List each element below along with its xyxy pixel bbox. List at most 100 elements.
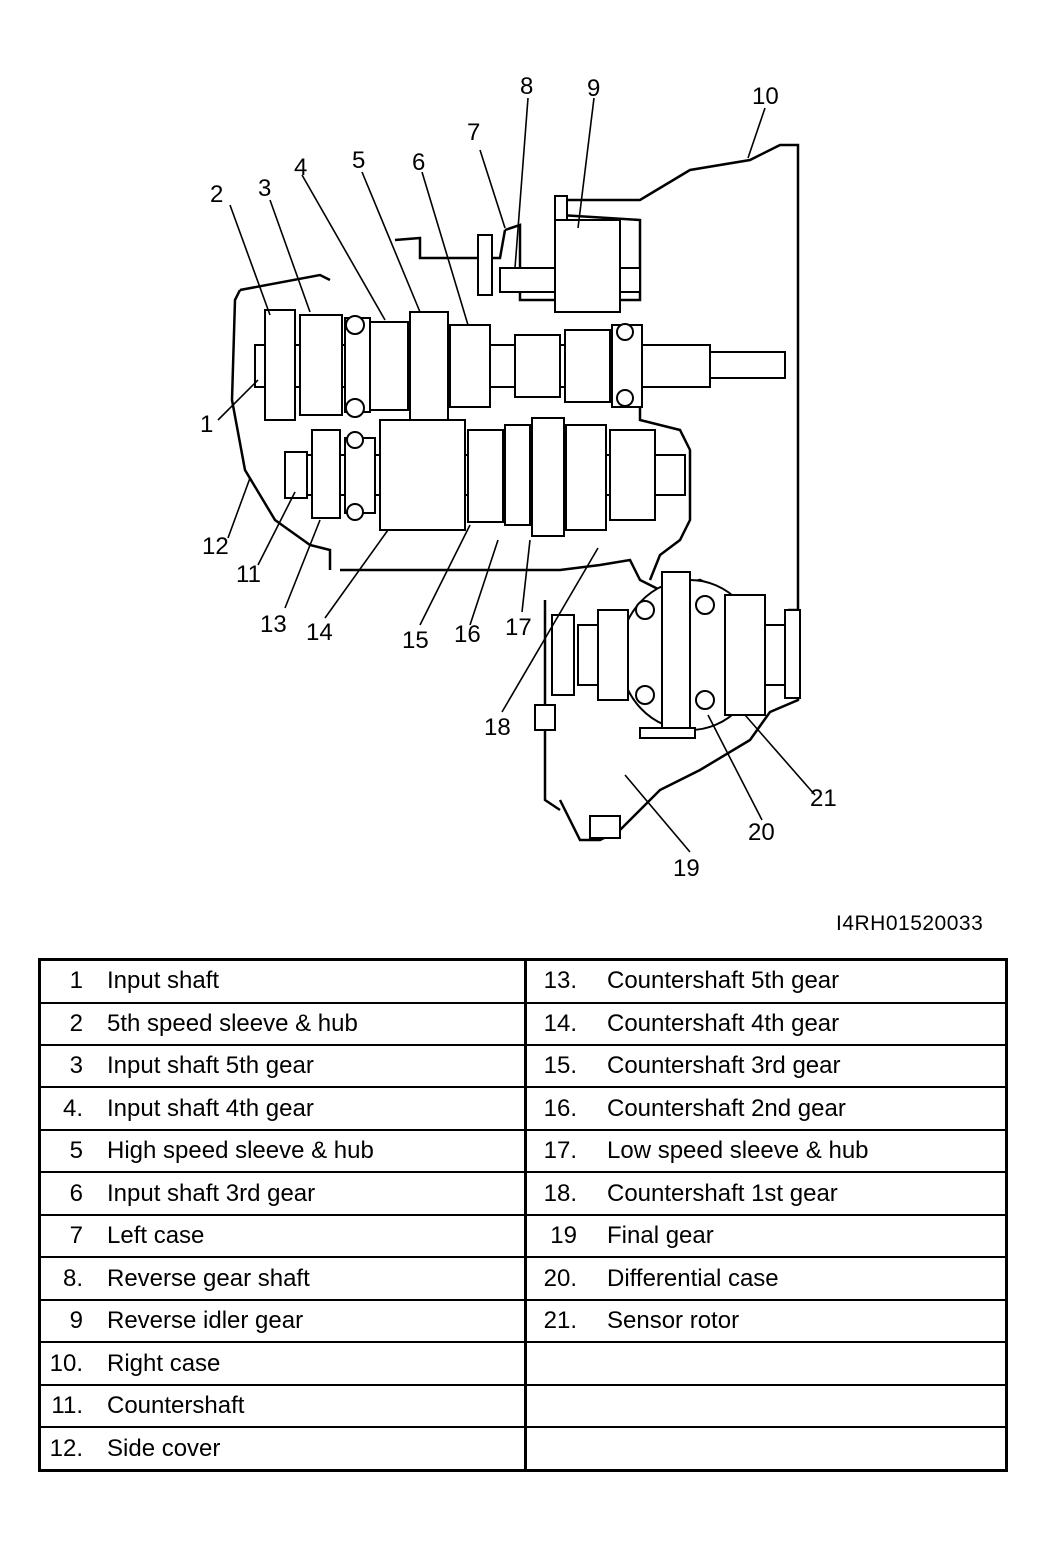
countershaft-assembly: [284, 417, 686, 537]
reverse-bolt: [477, 234, 493, 296]
legend-row: 6 Input shaft 3rd gear 18.Countershaft 1st…: [38, 1171, 1008, 1216]
low-sleeve-hub: [531, 417, 565, 537]
callout-16: 16: [454, 621, 481, 648]
legend-cell-right: [524, 1341, 1008, 1386]
drain-plug: [589, 815, 621, 839]
legend-item-number: 6: [69, 1179, 83, 1207]
legend-item-label: Right case: [107, 1349, 221, 1377]
input-2nd-gear: [514, 334, 561, 398]
legend-cell-left: 3 Input shaft 5th gear: [38, 1043, 527, 1089]
legend-cell-left: 10. Right case: [38, 1341, 527, 1386]
legend-item-label: 5th speed sleeve & hub: [107, 1009, 358, 1037]
sensor-rotor: [639, 727, 696, 739]
legend-item-label: Low speed sleeve & hub: [607, 1137, 869, 1165]
legend-item-number: 1: [69, 967, 83, 995]
legend-item-number: 13.: [543, 967, 577, 995]
legend-item-number: 4.: [62, 1094, 83, 1122]
legend-item-label: Left case: [107, 1222, 205, 1250]
callout-8: 8: [520, 73, 533, 100]
legend-item-number: 20.: [543, 1264, 577, 1292]
counter-bearing-left: [344, 437, 376, 514]
callout-18: 18: [484, 714, 511, 741]
reverse-idler-gear: [554, 219, 621, 313]
high-sleeve-hub: [409, 311, 449, 421]
diff-bearing-left: [597, 609, 629, 701]
callout-7: 7: [467, 119, 480, 146]
legend-item-label: Countershaft 5th gear: [607, 967, 840, 995]
input-3rd-gear: [449, 324, 491, 408]
callout-3: 3: [258, 175, 271, 202]
legend-item-label: Reverse idler gear: [107, 1307, 304, 1335]
legend-item-number: 19: [550, 1222, 577, 1250]
counter-bearing-right: [609, 429, 656, 521]
legend-cell-right: 20. Differential case: [524, 1256, 1008, 1301]
legend-item-number: 16.: [543, 1094, 577, 1122]
legend-item-number: 5: [69, 1137, 83, 1165]
legend-item-number: 12.: [49, 1434, 83, 1462]
callout-15: 15: [402, 627, 429, 654]
legend-row: 1 Input shaft 13. Countershaft 5th gear: [38, 958, 1008, 1004]
legend-item-label: Input shaft: [107, 967, 220, 995]
differential-assembly: [534, 571, 801, 839]
counter-1st-gear: [565, 424, 607, 531]
legend-cell-right: [524, 1426, 1008, 1472]
legend-cell-right: 19 Final gear: [524, 1213, 1008, 1259]
legend-row: 11.Countershaft: [38, 1383, 1008, 1429]
callout-labels: 1 2 3 4 5 6 7 8 9 10 11 12 13 14 15 16 1…: [200, 73, 837, 882]
callout-13: 13: [260, 611, 287, 638]
legend-item-label: High speed sleeve & hub: [107, 1137, 374, 1165]
legend-item-label: Final gear: [607, 1222, 714, 1250]
legend-item-number: 10.: [49, 1349, 83, 1377]
legend-item-label: Sensor rotor: [607, 1307, 740, 1335]
legend-item-number: 3: [69, 1052, 83, 1080]
callout-12: 12: [202, 533, 229, 560]
legend-cell-left: 1 Input shaft: [38, 958, 527, 1004]
diff-bearing-right: [724, 594, 766, 716]
callout-11: 11: [236, 561, 261, 588]
legend-item-label: Countershaft 4th gear: [607, 1009, 840, 1037]
legend-item-number: 7: [69, 1222, 83, 1250]
legend-cell-left: 8.Reverse gear shaft: [38, 1256, 527, 1301]
callout-6: 6: [412, 149, 425, 176]
legend-row: 12.Side cover: [38, 1426, 1008, 1472]
callout-20: 20: [748, 819, 775, 846]
callout-21: 21: [810, 785, 837, 812]
callout-19: 19: [673, 855, 700, 882]
legend-item-number: 14.: [543, 1009, 577, 1037]
legend-item-label: Differential case: [607, 1264, 779, 1292]
callout-9: 9: [587, 75, 600, 102]
callout-17: 17: [505, 614, 532, 641]
legend-cell-left: 5 High speed sleeve & hub: [38, 1128, 527, 1174]
legend-cell-right: 15.Countershaft 3rd gear: [524, 1043, 1008, 1089]
fifth-sleeve-hub: [264, 309, 296, 421]
legend-row: 10. Right case: [38, 1341, 1008, 1386]
diff-seal-left: [551, 614, 575, 696]
final-gear: [661, 571, 691, 733]
counter-2nd-gear: [504, 424, 531, 526]
legend-cell-left: 7 Left case: [38, 1213, 527, 1259]
legend-cell-right: 17. Low speed sleeve & hub: [524, 1128, 1008, 1174]
figure-id: I4RH01520033: [836, 912, 984, 935]
legend-row: 3 Input shaft 5th gear 15.Countershaft 3rd…: [38, 1043, 1008, 1089]
legend-cell-right: 18.Countershaft 1st gear: [524, 1171, 1008, 1216]
legend-item-label: Reverse gear shaft: [107, 1264, 310, 1292]
legend-item-label: Countershaft: [107, 1392, 245, 1420]
legend-cell-right: [524, 1383, 1008, 1429]
leader-lines: [217, 97, 816, 853]
legend-row: 8.Reverse gear shaft 20. Differential case: [38, 1256, 1008, 1301]
legend-item-number: 18.: [543, 1179, 577, 1207]
legend-item-number: 9: [69, 1307, 83, 1335]
legend-cell-left: 12.Side cover: [38, 1426, 527, 1472]
legend-item-number: 17.: [543, 1137, 577, 1165]
callout-2: 2: [210, 181, 223, 208]
legend-item-label: Input shaft 3rd gear: [107, 1179, 316, 1207]
legend-row: 7 Left case 19 Final gear: [38, 1213, 1008, 1259]
legend-cell-left: 4.Input shaft 4th gear: [38, 1086, 527, 1131]
legend-cell-left: 11.Countershaft: [38, 1383, 527, 1429]
legend-item-label: Input shaft 5th gear: [107, 1052, 314, 1080]
transaxle-cross-section-diagram: 1 2 3 4 5 6 7 8 9 10 11 12 13 14 15 16 1…: [200, 73, 837, 882]
